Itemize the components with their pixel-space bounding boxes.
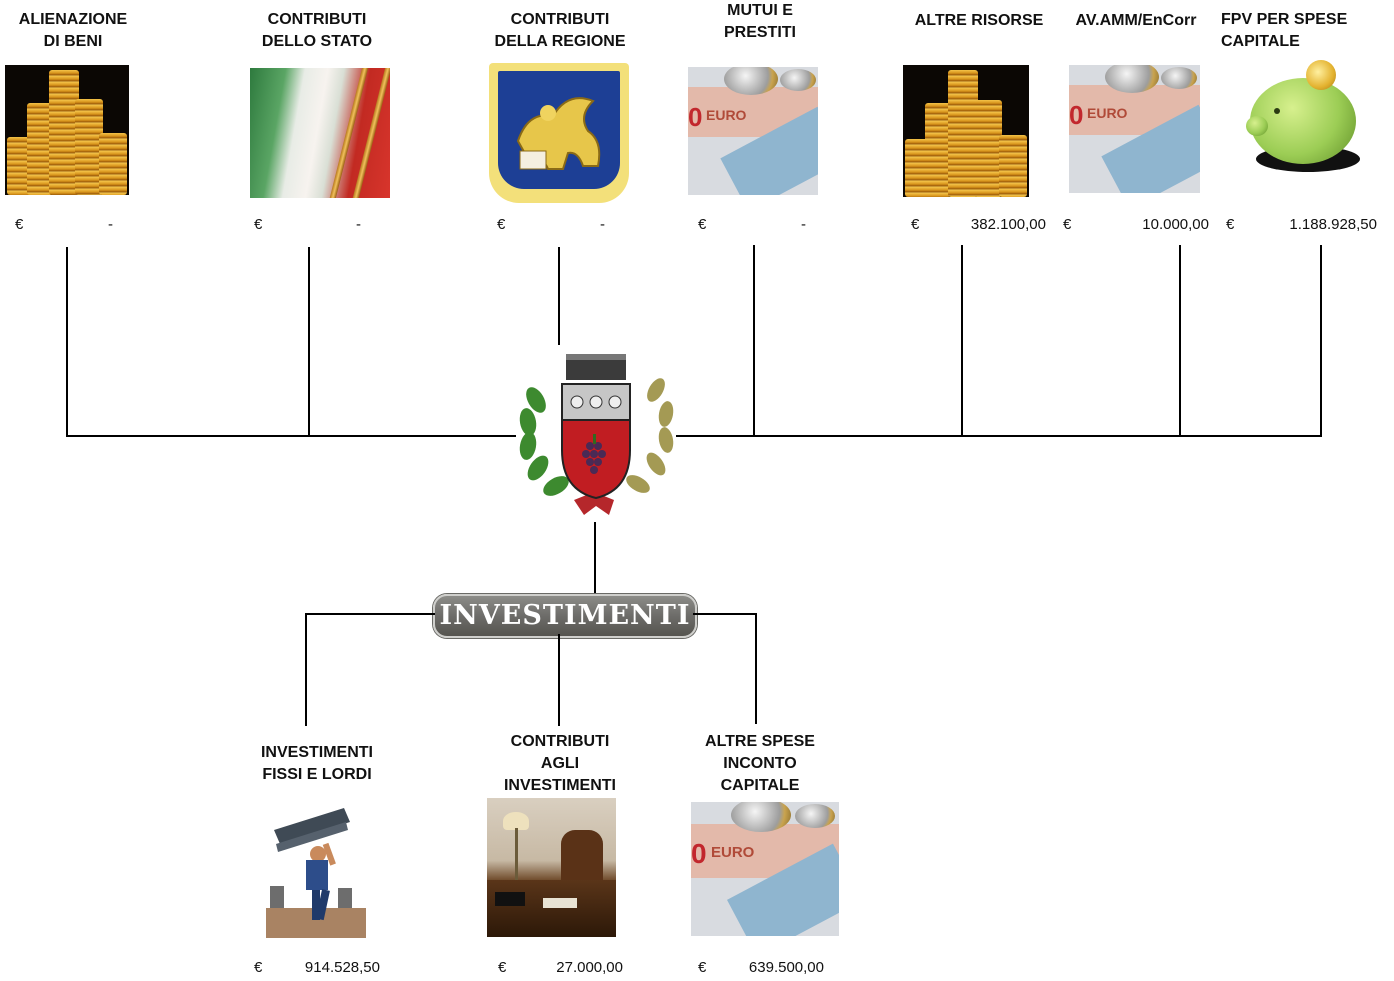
connector-line [305,613,307,726]
source-amount-mutui: €- [698,216,806,233]
construction-worker-image [266,808,366,938]
use-amount-investimenti-fissi: €914.528,50 [254,959,380,976]
source-amount-alienazione: €- [15,216,113,233]
piggy-bank-image [1246,58,1361,178]
connector-line [1320,245,1322,437]
source-amount-altre-risorse: €382.100,00 [911,216,1046,233]
office-desk-image [487,798,616,937]
connector-line [676,435,1322,437]
connector-line [961,245,963,437]
connector-line [66,435,516,437]
connector-line [693,613,757,615]
euro-banknotes-image: 0 EURO [691,802,839,936]
connector-line [753,245,755,437]
source-amount-fpv: €1.188.928,50 [1226,216,1377,233]
investimenti-banner: INVESTIMENTI [433,594,697,638]
connector-line [305,613,435,615]
gold-coins-image [5,65,129,195]
regione-veneto-emblem [489,63,629,203]
connector-line [308,247,310,437]
connector-line [66,247,68,437]
source-title-altre-risorse: ALTRE RISORSE [914,12,1044,29]
italian-flag-image [250,68,390,198]
source-amount-contributi-regione: €- [497,216,605,233]
source-amount-av-amm: €10.000,00 [1063,216,1209,233]
connector-line [755,613,757,724]
source-amount-contributi-stato: €- [254,216,361,233]
connector-line [1179,245,1181,437]
connector-line [558,634,560,726]
source-title-av-amm: AV.AMM/EnCorr [1075,12,1197,29]
euro-banknotes-image: 0 EURO [1069,65,1200,193]
connector-line [594,522,596,596]
gold-coins-image [903,65,1029,197]
connector-line [558,247,560,345]
euro-banknotes-image: 0 EURO [688,67,818,195]
use-amount-altre-spese: €639.500,00 [698,959,824,976]
use-amount-contributi-investimenti: €27.000,00 [498,959,623,976]
comune-coat-of-arms [514,350,678,520]
